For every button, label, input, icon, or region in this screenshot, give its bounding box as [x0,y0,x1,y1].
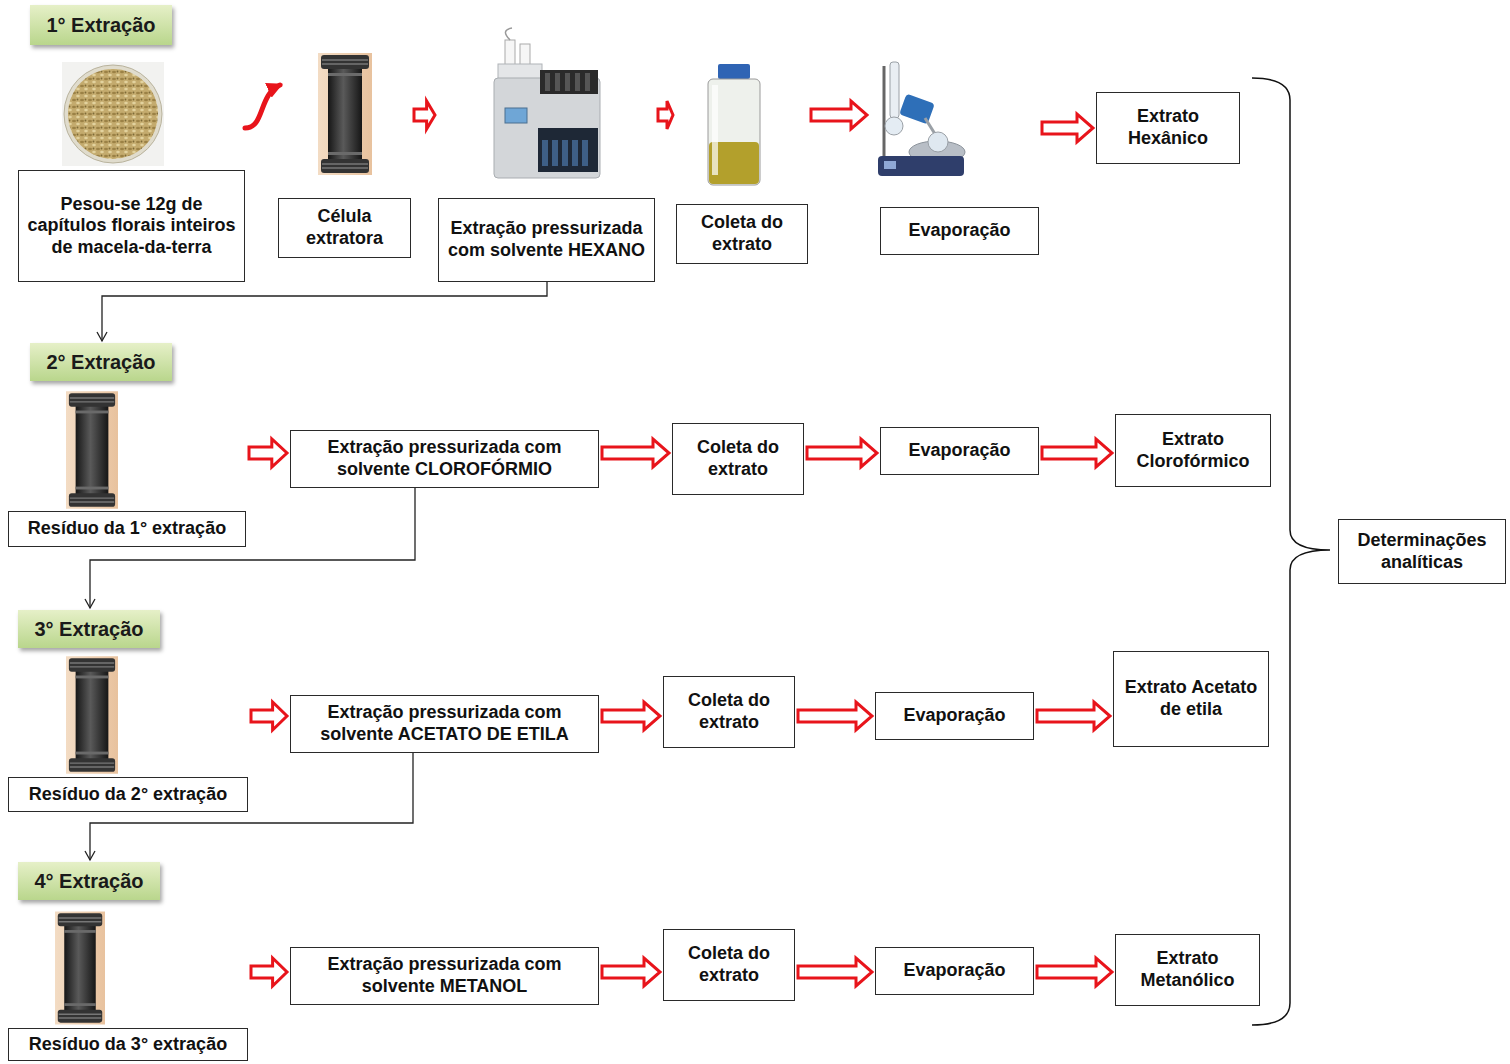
process-box: Pesou-se 12g de capítulos florais inteir… [18,170,245,282]
flow-arrow [1037,958,1112,986]
box-label: Coleta do extrato [681,437,795,480]
box-label: Evaporação [908,220,1010,242]
box-label: Extração pressurizada com solvente CLORO… [299,437,590,480]
flow-arrow [811,101,867,129]
flow-arrow [658,101,673,129]
box-label: Extração pressurizada com solvente METAN… [299,954,590,997]
step-tag: 4° Extração [18,862,160,900]
flow-arrow [602,702,660,730]
flow-arrow [251,702,287,730]
process-box: Coleta do extrato [663,929,795,1001]
flow-arrow [1042,114,1093,142]
step-group: Coleta do extrato [676,63,808,264]
step-group: Pesou-se 12g de capítulos florais inteir… [18,60,245,282]
process-box: Extrato Clorofórmico [1115,414,1271,487]
flow-arrow [245,85,280,128]
flow-arrow [1042,439,1112,467]
box-label: Extrato Acetato de etila [1122,677,1260,720]
process-box: Coleta do extrato [663,676,795,748]
flow-arrow [798,702,872,730]
box-label: Extrato Clorofórmico [1124,429,1262,472]
box-label: Célula extratora [287,206,402,249]
box-label: 1° Extração [46,14,155,37]
flow-arrow [90,488,415,608]
process-box: Extração pressurizada com solvente METAN… [290,947,599,1005]
box-label: Pesou-se 12g de capítulos florais inteir… [27,194,236,259]
step-group: Extração pressurizada com solvente HEXAN… [438,38,655,282]
flow-arrow [251,958,287,986]
flow-arrow [798,958,872,986]
process-box: Evaporação [880,427,1039,475]
process-box: Extrato Acetato de etila [1113,651,1269,747]
step-tag: 1° Extração [30,5,172,45]
process-box: Extrato Metanólico [1115,934,1260,1006]
box-label: Evaporação [903,705,1005,727]
process-box: Extração pressurizada com solvente HEXAN… [438,198,655,282]
process-box: Determinações analíticas [1338,519,1506,584]
process-box: Resíduo da 2° extração [8,777,248,812]
process-box: Célula extratora [278,198,411,258]
box-label: Resíduo da 1° extração [28,518,226,540]
step-tag: 3° Extração [18,610,160,648]
process-box: Evaporação [880,207,1039,255]
step-group: Célula extratora [278,53,411,258]
process-box: Coleta do extrato [676,204,808,264]
process-box: Coleta do extrato [672,423,804,495]
step-tag: 2° Extração [30,343,172,381]
box-label: Resíduo da 2° extração [29,784,227,806]
box-label: Coleta do extrato [672,690,786,733]
process-box: Extrato Hexânico [1096,92,1240,164]
flow-arrow [414,101,435,129]
step-group: Resíduo da 1° extração [8,390,246,547]
box-label: Resíduo da 3° extração [29,1034,227,1056]
box-label: Extração pressurizada com solvente ACETA… [299,702,590,745]
box-label: 4° Extração [34,870,143,893]
flow-arrow [602,958,660,986]
box-label: Coleta do extrato [672,943,786,986]
process-box: Resíduo da 1° extração [8,511,246,547]
box-label: Evaporação [903,960,1005,982]
process-box: Resíduo da 3° extração [8,1028,248,1061]
box-label: 3° Extração [34,618,143,641]
step-group: Resíduo da 2° extração [8,655,248,812]
flow-arrow [1037,702,1110,730]
process-box: Evaporação [875,947,1034,995]
box-label: Extração pressurizada com solvente HEXAN… [447,218,646,261]
box-label: Coleta do extrato [685,212,799,255]
step-group: Resíduo da 3° extração [8,908,248,1061]
flow-arrow [807,439,877,467]
process-box: Evaporação [875,692,1034,740]
box-label: 2° Extração [46,351,155,374]
box-label: Extrato Metanólico [1124,948,1251,991]
process-box: Extração pressurizada com solvente CLORO… [290,430,599,488]
step-group: Evaporação [870,58,1039,255]
box-label: Determinações analíticas [1347,530,1497,573]
process-box: Extração pressurizada com solvente ACETA… [290,695,599,753]
box-label: Evaporação [908,440,1010,462]
flow-arrow [249,439,287,467]
flow-arrow [102,282,547,341]
flow-arrow [602,439,669,467]
box-label: Extrato Hexânico [1105,106,1231,149]
